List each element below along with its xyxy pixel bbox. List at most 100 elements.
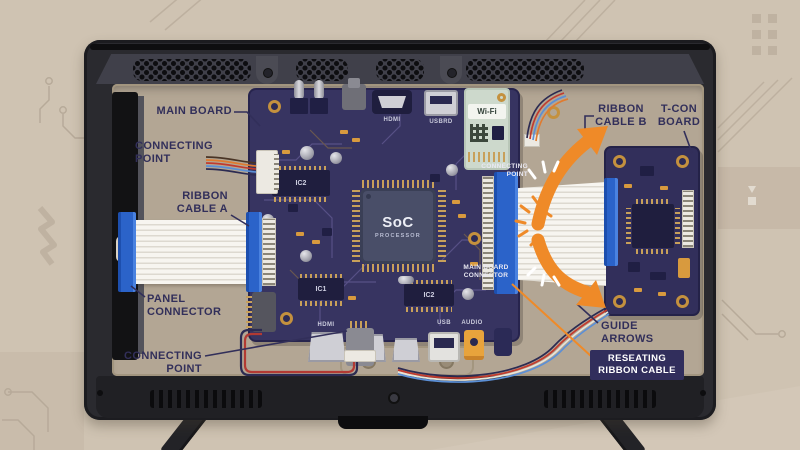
soc-pins-right (438, 190, 446, 262)
smd-chip (430, 174, 440, 182)
callout-main-board: MAIN BOARD (156, 105, 232, 117)
ic2-top-pins-b (274, 197, 328, 202)
tcon-right-connector (682, 190, 694, 248)
bezel-screw-left (97, 390, 103, 396)
panel-side-connector-pins (246, 296, 252, 328)
soc-pins-left (352, 190, 360, 262)
resistor (312, 240, 320, 244)
callout-t-con-board: T-CON BOARD (657, 103, 701, 129)
av-port-bottom (392, 338, 420, 362)
soc-pins-bottom (362, 264, 434, 272)
smd-chip (288, 204, 298, 212)
ic1-chip: IC1 (298, 278, 344, 300)
resistor (340, 130, 348, 134)
resistor (470, 262, 478, 266)
bottom-vent-slots-left (150, 390, 262, 408)
usb-port-bottom-inner (434, 338, 454, 348)
wifi-wire-connector (524, 134, 540, 147)
capacitor (462, 288, 474, 300)
resistor (348, 296, 356, 300)
callout-guide-arrows: GUIDE ARROWS (601, 320, 654, 346)
callout-connecting-point-top: CONNECTING POINT (135, 140, 213, 166)
ic1-label: IC1 (315, 285, 327, 293)
ic2-bottom-chip: IC2 (404, 284, 454, 306)
callout-connecting-point-bottom: CONNECTING POINT (124, 350, 202, 376)
tv-top-edge (90, 44, 710, 50)
reseating-ribbon-cable-badge: RESEATING RIBBON CABLE (590, 350, 684, 380)
resistor (352, 138, 360, 142)
ribbon-a-board-connector (246, 212, 262, 292)
vent-holes-right (466, 59, 584, 81)
tcon-chip-pins-right (675, 208, 680, 244)
ic2-top-chip: IC2 (272, 170, 330, 196)
wifi-chip (492, 126, 504, 140)
bottom-vent-slots-right (544, 390, 656, 408)
bottom-connector-pins (350, 321, 370, 328)
soc-label: SoC (382, 213, 414, 231)
crystal-oscillator (398, 276, 414, 284)
bottom-center-screw (388, 392, 400, 404)
tcon-ring-br (676, 295, 689, 308)
badge-label: RESEATING RIBBON CABLE (598, 352, 676, 376)
tcon-chip-pins-bottom (636, 249, 670, 254)
ir-receiver-nub (338, 416, 428, 429)
soc-pins-top (362, 180, 434, 188)
tcon-ring-bl (613, 295, 626, 308)
callout-ribbon-cable-a: RIBBON CABLE A (176, 190, 228, 216)
audio-jack-hole (470, 338, 478, 346)
tcon-smd (628, 262, 640, 272)
rca-port-2 (314, 80, 324, 100)
component-cap-blue (494, 328, 512, 356)
tcon-chip (632, 204, 674, 248)
power-switch-knob (348, 78, 360, 88)
ic2-bottom-label: IC2 (423, 291, 435, 299)
ic1-pins-b (300, 301, 342, 306)
vent-holes-left (133, 59, 251, 81)
board-screw-ring-mr (468, 232, 481, 245)
rca-base-2 (310, 98, 328, 114)
screw-post-left-hole (263, 68, 273, 78)
ribbon-a-ffc (262, 218, 276, 286)
ic2-top-pins-a (274, 166, 328, 171)
power-switch (342, 84, 366, 110)
usb-top-label: USBRD (429, 119, 453, 125)
hdmi-top-label: HDMI (383, 117, 401, 123)
usb-port-top-inner (430, 96, 452, 104)
resistor (458, 214, 466, 218)
capacitor (330, 152, 342, 164)
board-screw-ring-bl (280, 312, 293, 325)
screw-post-right-hole (447, 68, 457, 78)
callout-panel-connector: PANEL CONNECTOR (147, 293, 222, 319)
soc-sublabel: PROCESSOR (375, 232, 421, 239)
hdmi-port-bottom-1 (308, 332, 346, 362)
ribbon-cable-b (516, 182, 606, 286)
vent-holes-mid-left (296, 59, 348, 81)
board-screw-ring-tl (268, 100, 281, 113)
wifi-label: Wi-Fi (477, 107, 497, 116)
standoff-ring (547, 106, 560, 119)
resistor (282, 150, 290, 154)
bezel-screw-right (700, 390, 706, 396)
soc-pin1-dot (366, 194, 371, 199)
hdmi-bottom-label: HDMI (317, 322, 335, 328)
tcon-ring-tr (676, 155, 689, 168)
wifi-pins (468, 152, 506, 162)
tcon-resistor (658, 292, 666, 296)
resistor (296, 232, 304, 236)
ic1-pins-a (300, 274, 342, 279)
wifi-antenna-pad (497, 93, 506, 102)
ribbon-a-panel-connector (118, 212, 136, 292)
vent-holes-mid-right (376, 59, 424, 81)
tcon-resistor (660, 186, 668, 190)
panel-side-connector (252, 292, 276, 332)
onboard-connecting-point-label: CONNECTING POINT (481, 163, 528, 179)
capacitor (300, 250, 312, 262)
wifi-label-area: Wi-Fi (468, 104, 506, 119)
main-board-connector-blue (494, 172, 518, 294)
tcon-chip-pins-left (626, 208, 631, 244)
smd-chip (322, 228, 332, 236)
tcon-orange-part (678, 258, 690, 278)
rca-base-1 (290, 98, 308, 114)
soc-chip: SoC PROCESSOR (360, 188, 436, 264)
